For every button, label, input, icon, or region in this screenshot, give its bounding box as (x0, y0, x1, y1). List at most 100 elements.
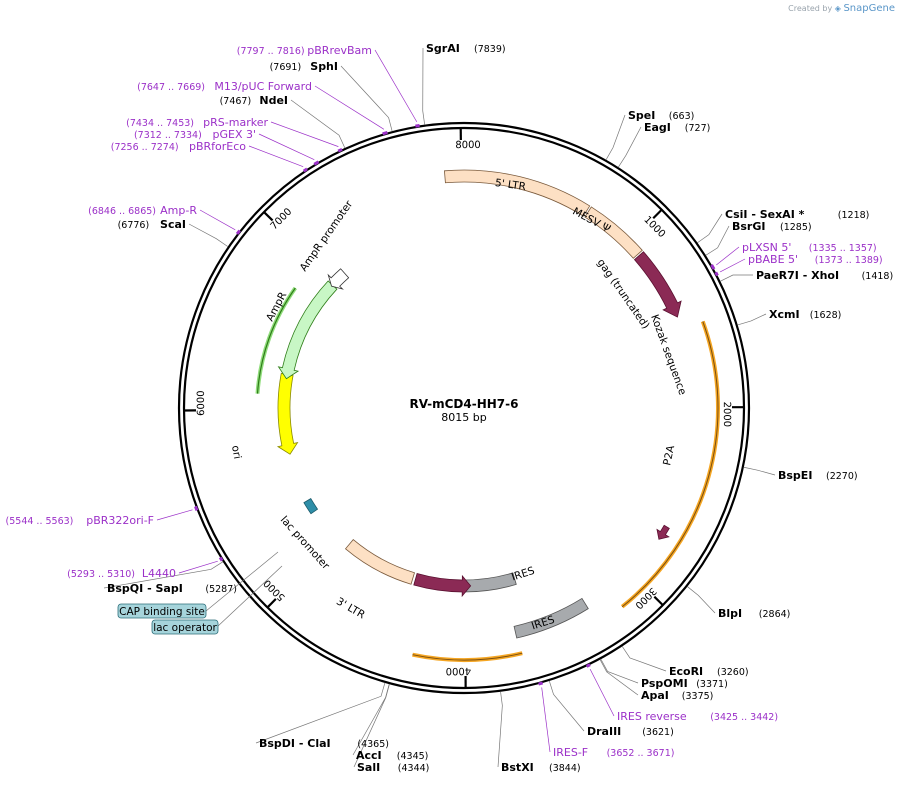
enzyme-line-14 (743, 466, 776, 476)
enzyme-name: BsrGI (732, 220, 765, 233)
primer-site-0[interactable]: pBRrevBam(7797 .. 7816) (237, 44, 372, 57)
enzyme-site-2[interactable]: NdeI(7467) (220, 94, 288, 107)
enzyme-line-13 (687, 586, 716, 614)
primer-site-5[interactable]: Amp-R(6846 .. 6865) (88, 204, 197, 217)
primer-name: pGEX 3' (212, 128, 256, 141)
primer-mark-9[interactable] (538, 681, 544, 686)
primer-range: (5293 .. 5310) (67, 569, 135, 580)
primer-site-1[interactable]: M13/pUC Forward(7647 .. 7669) (137, 80, 312, 93)
feature-5ltr[interactable] (444, 169, 591, 217)
enzyme-site-3[interactable]: ScaI(6776) (118, 218, 186, 231)
enzyme-site-0[interactable]: SgrAI(7839) (426, 42, 506, 55)
tick-5000 (266, 598, 277, 609)
feature-label-ampr-promoter: AmpR promoter (298, 198, 356, 274)
primer-site-3[interactable]: pGEX 3'(7312 .. 7334) (134, 128, 256, 141)
feature-lac[interactable] (303, 498, 319, 515)
enzyme-name: BstXI (501, 761, 534, 774)
feature-ires-outer[interactable] (461, 572, 517, 593)
enzyme-site-18[interactable]: CsiI - SexAI *(1218) (725, 208, 869, 221)
enzyme-name: SgrAI (426, 42, 460, 55)
enzyme-name: ScaI (160, 218, 186, 231)
enzyme-name: ApaI (641, 689, 669, 702)
lac-operator-box[interactable] (151, 619, 219, 635)
primer-range: (7256 .. 7274) (111, 142, 179, 153)
credit-brand: SnapGene (843, 3, 895, 14)
primer-site-6[interactable]: pBR322ori-F(5544 .. 5563) (6, 514, 154, 527)
enzyme-position: (4345) (397, 751, 429, 762)
primer-line-11 (719, 258, 746, 273)
tick-label-1000: 1000 (641, 214, 667, 240)
enzyme-site-15[interactable]: XcmI(1628) (769, 308, 841, 321)
enzyme-site-7[interactable]: SalI(4344) (357, 761, 429, 774)
enzyme-name: EagI (644, 121, 671, 134)
feature-ampr-promoter[interactable] (327, 268, 350, 290)
primer-site-4[interactable]: pBRforEco (7256 .. 7274) (111, 140, 247, 153)
cap-binding-site-box[interactable] (117, 603, 207, 619)
primer-site-11[interactable]: pBABE 5'(1373 .. 1389) (748, 253, 883, 266)
primer-mark-5[interactable] (235, 229, 241, 235)
primer-range: (6846 .. 6865) (88, 206, 156, 217)
enzyme-line-11 (600, 658, 639, 684)
primer-mark-8[interactable] (586, 663, 591, 668)
enzyme-position: (3375) (682, 691, 714, 702)
primer-site-2[interactable]: pRS-marker(7434 .. 7453) (126, 116, 268, 129)
primer-name: pBRforEco (189, 140, 246, 153)
enzyme-site-1[interactable]: SphI(7691) (270, 60, 338, 73)
enzyme-site-9[interactable]: DraIII(3621) (587, 725, 674, 738)
enzyme-site-13[interactable]: BlpI(2864) (718, 607, 790, 620)
enzyme-site-6[interactable]: AccI(4345) (356, 749, 428, 762)
feature-ampr[interactable] (277, 280, 338, 380)
primer-name: pBABE 5' (748, 253, 798, 266)
enzyme-position: (1285) (780, 222, 812, 233)
primer-mark-4[interactable] (302, 167, 308, 173)
primer-site-10[interactable]: pLXSN 5'(1335 .. 1357) (742, 241, 877, 254)
primer-line-3 (258, 133, 315, 160)
primer-mark-3[interactable] (313, 160, 320, 166)
tick-7000 (263, 211, 274, 222)
primer-mark-2[interactable] (337, 147, 343, 153)
enzyme-site-17[interactable]: BsrGI (1285) (732, 220, 812, 233)
primer-name: IRES-F (553, 746, 588, 759)
primer-range: (3425 .. 3442) (710, 712, 778, 723)
feature-gag[interactable] (633, 251, 682, 318)
enzyme-site-19[interactable]: EagI(727) (644, 121, 710, 134)
enzyme-site-12[interactable]: EcoRI(3260) (669, 665, 749, 678)
primer-mark-6[interactable] (194, 505, 199, 511)
feature-mesv[interactable] (584, 206, 643, 259)
feature-3ltr[interactable] (344, 539, 415, 585)
enzyme-site-10[interactable]: ApaI (3375) (641, 689, 713, 702)
enzyme-site-4[interactable]: BspQI - SapI(5287) (107, 582, 237, 595)
enzyme-line-16 (720, 274, 754, 282)
primer-mark-0[interactable] (415, 123, 420, 128)
enzyme-site-8[interactable]: BstXI(3844) (501, 761, 581, 774)
enzyme-position: (5287) (205, 584, 237, 595)
feature-thy[interactable] (413, 572, 472, 598)
feature-ori[interactable] (276, 372, 299, 455)
feature-label-5ltr: 5' LTR (494, 177, 526, 193)
enzyme-position: (663) (669, 111, 695, 122)
primer-mark-7[interactable] (218, 556, 224, 562)
backbone-outer (177, 121, 751, 695)
enzyme-name: BlpI (718, 607, 742, 620)
enzyme-line-4 (103, 561, 224, 589)
feature-orf-arc-1-core (621, 321, 719, 608)
enzyme-site-16[interactable]: PaeR7I - XhoI(1418) (756, 269, 893, 282)
enzyme-site-11[interactable]: PspOMI(3371) (641, 677, 728, 690)
enzyme-site-5[interactable]: BspDI - ClaI(4365) (259, 737, 389, 750)
tick-label-3000: 3000 (632, 585, 658, 611)
primer-mark-10[interactable] (710, 264, 716, 270)
feature-ires-inner[interactable] (513, 597, 589, 639)
primer-site-8[interactable]: IRES reverse(3425 .. 3442) (617, 710, 778, 723)
primer-site-9[interactable]: IRES-F(3652 .. 3671) (553, 746, 674, 759)
enzyme-site-20[interactable]: SpeI(663) (628, 109, 694, 122)
primer-site-7[interactable]: L4440(5293 .. 5310) (67, 567, 176, 580)
primer-mark-11[interactable] (714, 271, 719, 277)
enzyme-site-14[interactable]: BspEI(2270) (778, 469, 858, 482)
enzyme-position: (3621) (642, 727, 674, 738)
feature-p2a[interactable] (656, 524, 670, 540)
primer-mark-1[interactable] (382, 131, 388, 136)
primer-range: (7434 .. 7453) (126, 118, 194, 129)
features (255, 169, 720, 662)
feature-label-kozak: Kozak sequence (648, 313, 688, 397)
